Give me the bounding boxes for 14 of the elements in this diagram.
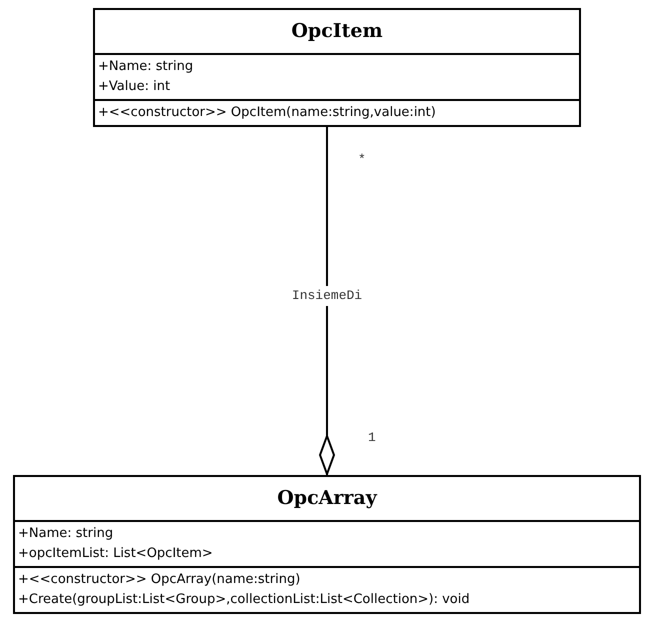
class-box xyxy=(13,475,641,614)
aggregation-line xyxy=(319,127,335,475)
class-name: OpcItem xyxy=(291,20,383,42)
class-box xyxy=(93,8,581,126)
method-text: +Create(groupList:List<Group>,collectionList:List<Collection>): void xyxy=(18,590,470,608)
method-text: +<<constructor>> OpcItem(name:string,value:int) xyxy=(98,104,436,122)
class-name: OpcArray xyxy=(277,487,377,509)
attribute-text: +Name: string xyxy=(98,58,194,76)
multiplicity-label: * xyxy=(358,151,366,169)
method-text: +<<constructor>> OpcArray(name:string) xyxy=(18,570,300,588)
multiplicity-label: 1 xyxy=(368,429,376,447)
attribute-text: +Value: int xyxy=(98,78,170,96)
attribute-text: +opcItemList: List<OpcItem> xyxy=(18,544,213,562)
attribute-text: +Name: string xyxy=(18,524,114,542)
